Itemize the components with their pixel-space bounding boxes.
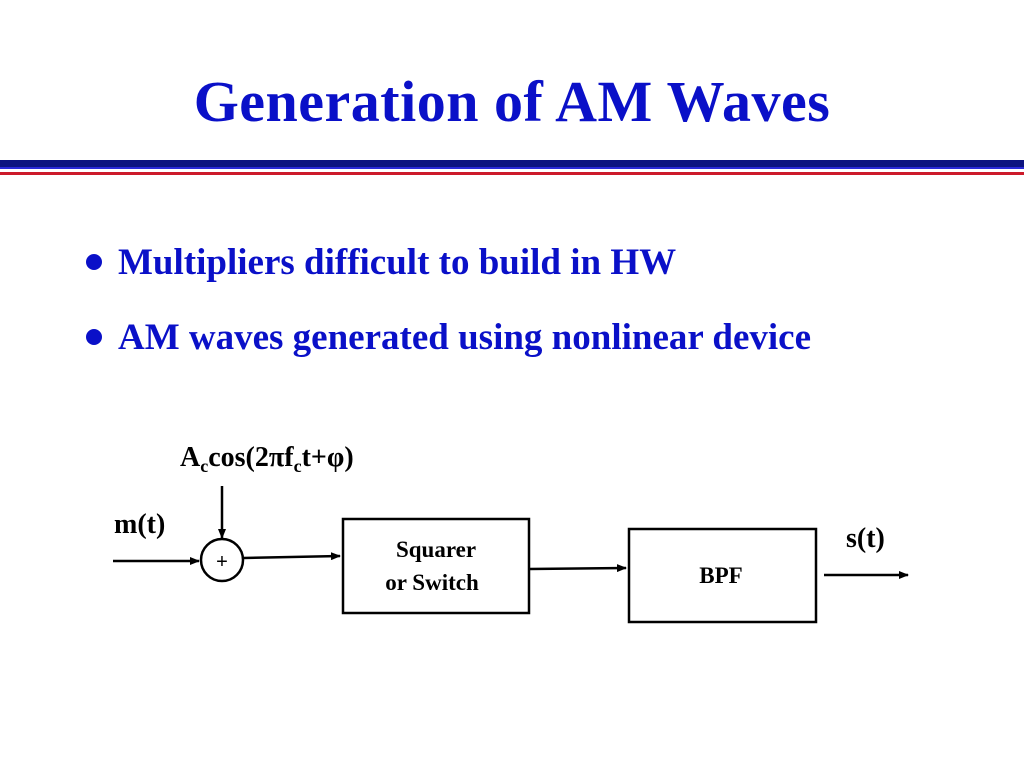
bpf-label: BPF xyxy=(699,563,742,588)
bullet-item: Multipliers difficult to build in HW xyxy=(86,238,811,286)
input-signal-label: m(t) xyxy=(114,509,165,540)
title-divider-navy xyxy=(0,160,1024,167)
adder-plus-icon: + xyxy=(216,551,228,573)
adder-circle xyxy=(199,537,245,583)
title-divider-red xyxy=(0,172,1024,175)
squarer-to-bpf-arrow xyxy=(528,564,627,573)
bullet-item: AM waves generated using nonlinear devic… xyxy=(86,313,811,361)
adder-to-squarer-arrow xyxy=(242,552,341,561)
carrier-signal-label: Accos(2πfct+φ) xyxy=(180,442,354,476)
squarer-block xyxy=(341,517,531,615)
bullet-text: Multipliers difficult to build in HW xyxy=(118,241,677,283)
title-divider-blue xyxy=(0,167,1024,169)
bullet-list: Multipliers difficult to build in HW AM … xyxy=(86,238,811,388)
squarer-label-line2: or Switch xyxy=(385,570,479,595)
slide-title: Generation of AM Waves xyxy=(193,69,831,134)
output-signal-label: s(t) xyxy=(846,523,885,554)
bpf-block xyxy=(627,527,818,624)
bullet-dot-icon xyxy=(86,329,102,345)
squarer-label-line1: Squarer xyxy=(396,537,476,562)
bullet-dot-icon xyxy=(86,254,102,270)
bullet-text: AM waves generated using nonlinear devic… xyxy=(118,316,812,358)
